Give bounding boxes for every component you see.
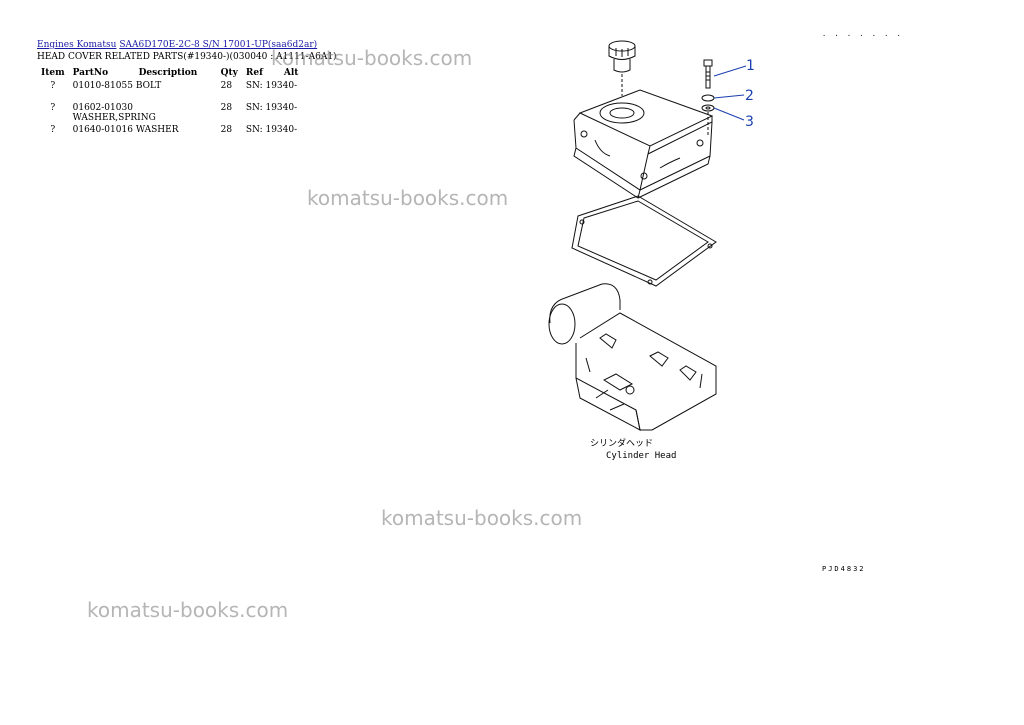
cell-ref: SN: 19340- xyxy=(245,103,298,113)
table-row: ? 01602-01030 WASHER,SPRING 28 SN: 19340… xyxy=(37,102,302,124)
drawing-code: PJD4832 xyxy=(822,565,866,573)
cell-ref: SN: 19340- xyxy=(245,81,298,91)
top-code: · · · · · · · xyxy=(822,32,903,40)
cell-partno: 01640-01016 xyxy=(72,125,133,135)
col-item: Item xyxy=(41,68,65,78)
page-title: HEAD COVER RELATED PARTS(#19340-)(030040… xyxy=(37,52,337,62)
col-partno: PartNo xyxy=(72,68,109,78)
watermark-text: komatsu-books.com xyxy=(307,186,509,210)
table-row: ? 01010-81055 BOLT 28 SN: 19340- xyxy=(37,80,302,102)
cell-description: BOLT xyxy=(135,81,162,91)
cell-item: ? xyxy=(50,81,56,91)
breadcrumb-link-engines[interactable]: Engines Komatsu xyxy=(37,40,117,50)
cell-part: 01010-81055 BOLT xyxy=(69,80,217,102)
cell-qty: 28 xyxy=(220,125,233,135)
watermark-text: komatsu-books.com xyxy=(381,506,583,530)
col-alt: Alt xyxy=(283,68,299,78)
col-qty: Qty xyxy=(220,68,238,78)
table-header-row: Item PartNo Description Qty Ref Alt xyxy=(37,66,302,80)
callout-1: 1 xyxy=(746,58,755,74)
parts-table: Item PartNo Description Qty Ref Alt ? 01… xyxy=(37,66,302,146)
filler-cap-drawing xyxy=(608,40,636,96)
label-cylinder-head-jp: シリンダヘッド xyxy=(590,437,653,449)
cell-partno: 01602-01030 xyxy=(72,103,133,113)
cell-qty: 28 xyxy=(220,81,233,91)
cell-qty: 28 xyxy=(220,103,233,113)
col-description: Description xyxy=(138,68,198,78)
cell-partno: 01010-81055 xyxy=(72,81,133,91)
breadcrumb: Engines Komatsu SAA6D170E-2C-8 S/N 17001… xyxy=(37,40,317,51)
parts-diagram: 1 2 3 シリンダヘッド Cylinder Head xyxy=(548,40,755,461)
cell-item: ? xyxy=(50,103,56,113)
col-ref: Ref xyxy=(245,68,263,78)
cylinder-head-drawing xyxy=(548,283,717,431)
cell-item: ? xyxy=(50,125,56,135)
label-cylinder-head-en: Cylinder Head xyxy=(606,451,676,461)
cell-ref: SN: 19340- xyxy=(245,125,298,135)
cell-part: 01640-01016 WASHER xyxy=(69,124,217,146)
table-row: ? 01640-01016 WASHER 28 SN: 19340- xyxy=(37,124,302,146)
callout-2: 2 xyxy=(745,88,754,104)
cell-part: 01602-01030 WASHER,SPRING xyxy=(69,102,217,124)
callout-3: 3 xyxy=(745,114,754,130)
gasket-drawing xyxy=(571,195,717,287)
head-cover-drawing xyxy=(573,89,714,199)
cell-description: WASHER,SPRING xyxy=(72,113,156,123)
breadcrumb-link-model[interactable]: SAA6D170E-2C-8 S/N 17001-UP(saa6d2ar) xyxy=(119,40,318,50)
cell-description: WASHER xyxy=(135,125,179,135)
watermark-text: komatsu-books.com xyxy=(87,598,289,622)
